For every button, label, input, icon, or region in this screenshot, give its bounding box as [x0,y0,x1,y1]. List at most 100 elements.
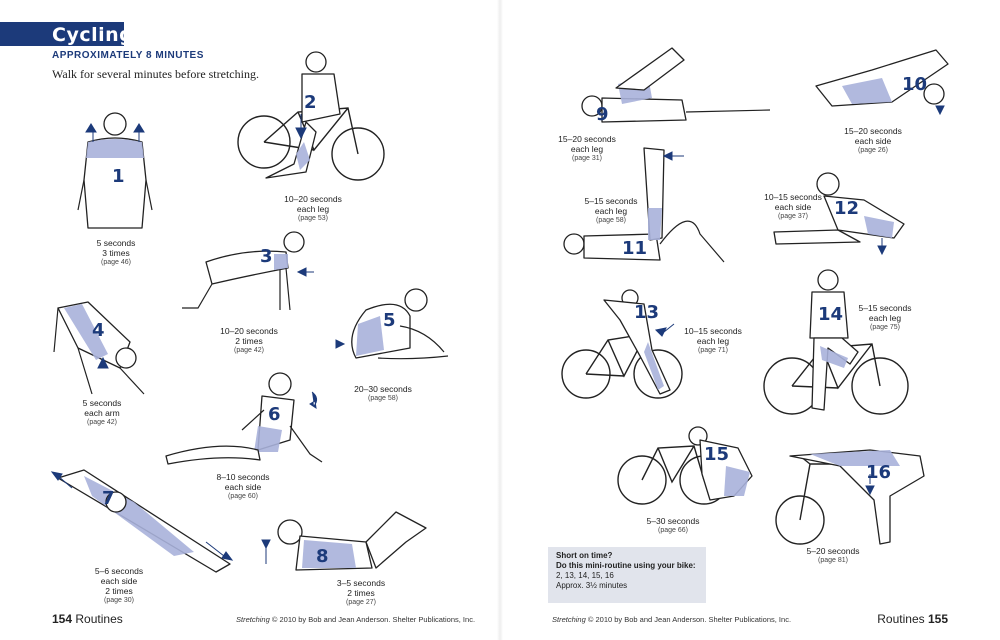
stretch-11-illustration [560,144,730,269]
stretch-7-line: each side [100,576,138,586]
stretch-9-line: 15–20 seconds [558,134,616,144]
stretch-10-number: 10 [902,74,928,95]
stretch-3-illustration [176,228,314,318]
right-footer: Routines 155 [877,612,948,626]
stretch-8-caption: 3–5 seconds 2 times (page 27) [328,578,394,608]
stretch-16-line: 5–20 seconds [806,546,860,556]
stretch-6-caption: 8–10 seconds each side (page 60) [210,472,276,502]
left-footer: 154 Routines [52,612,123,626]
stretch-1-line: 5 seconds [96,238,136,248]
stretch-10-illustration [812,46,952,116]
stretch-9-page-ref: (page 31) [572,155,602,162]
stretch-5-illustration [330,286,455,376]
stretch-13-caption: 10–15 seconds each leg (page 71) [680,326,746,356]
copyright-title: Stretching [236,615,270,624]
stretch-16-page-ref: (page 81) [818,557,848,564]
stretch-6-illustration [160,370,330,470]
stretch-5-page-ref: (page 58) [368,395,398,402]
stretch-7-illustration [44,466,234,576]
stretch-1-line: 3 times [102,248,130,258]
stretch-11-number: 11 [622,238,648,259]
stretch-14-line: each leg [868,313,902,323]
stretch-14-page-ref: (page 75) [870,324,900,331]
stretch-4-line: each arm [84,408,120,418]
stretch-15-illustration [614,414,764,514]
stretch-16-number: 16 [866,462,892,483]
stretch-1-number: 1 [112,166,125,187]
copyright-text: © 2010 by Bob and Jean Anderson. Shelter… [269,615,476,624]
stretch-15-page-ref: (page 66) [658,527,688,534]
book-gutter [497,0,503,640]
stretch-4-caption: 5 seconds each arm (page 42) [72,398,132,428]
stretch-9-line: each leg [570,144,604,154]
stretch-13-line: 10–15 seconds [684,326,742,336]
stretch-14-caption: 5–15 seconds each leg (page 75) [852,303,918,333]
stretch-6-line: each side [224,482,262,492]
mini-routine-duration: Approx. 3½ minutes [556,581,628,590]
stretch-1-illustration [70,110,160,235]
stretch-8-line: 2 times [347,588,375,598]
stretch-6-number: 6 [268,404,281,425]
title-bar [0,22,124,46]
stretch-5-caption: 20–30 seconds (page 58) [350,384,416,404]
stretch-14-line: 5–15 seconds [858,303,912,313]
stretch-3-line: 10–20 seconds [220,326,278,336]
stretch-12-number: 12 [834,198,860,219]
stretch-8-page-ref: (page 27) [346,599,376,606]
stretch-13-page-ref: (page 71) [698,347,728,354]
stretch-8-line: 3–5 seconds [336,578,386,588]
stretch-4-page-ref: (page 42) [87,419,117,426]
stretch-7-line: 5–6 seconds [94,566,144,576]
stretch-16-caption: 5–20 seconds (page 81) [800,546,866,566]
stretch-12-page-ref: (page 37) [778,213,808,220]
stretch-2-line: each leg [296,204,330,214]
stretch-12-line: each side [774,202,812,212]
stretch-7-number: 7 [102,488,115,509]
left-section-name: Routines [75,612,123,626]
stretch-15-number: 15 [704,444,730,465]
mini-routine-box: Short on time? Do this mini-routine usin… [548,547,706,603]
stretch-14-number: 14 [818,304,844,325]
copyright-title: Stretching [552,615,586,624]
stretch-13-illustration [560,289,690,405]
stretch-3-number: 3 [260,246,273,267]
stretch-7-page-ref: (page 30) [104,597,134,604]
stretch-2-page-ref: (page 53) [298,215,328,222]
right-copyright: Stretching © 2010 by Bob and Jean Anders… [552,615,791,624]
stretch-2-caption: 10–20 seconds each leg (page 53) [280,194,346,224]
stretch-3-caption: 10–20 seconds 2 times (page 42) [216,326,282,356]
stretch-10-page-ref: (page 26) [858,147,888,154]
stretch-12-line: 10–15 seconds [764,192,822,202]
stretch-16-illustration [770,446,935,546]
stretch-2-illustration [236,42,386,187]
stretch-14-illustration [762,268,912,428]
stretch-13-number: 13 [634,302,660,323]
stretch-12-caption: 10–15 seconds each side (page 37) [760,192,826,222]
stretch-1-page-ref: (page 46) [101,259,131,266]
left-page-number: 154 [52,612,73,626]
stretch-5-line: 20–30 seconds [354,384,412,394]
mini-routine-heading: Short on time? [556,551,613,560]
right-section-name: Routines [877,612,925,626]
stretch-10-line: each side [854,136,892,146]
stretch-4-number: 4 [92,320,105,341]
stretch-4-illustration [48,298,148,398]
stretch-15-line: 5–30 seconds [646,516,700,526]
stretch-5-number: 5 [383,310,396,331]
stretch-12-illustration [764,166,924,261]
stretch-15-caption: 5–30 seconds (page 66) [640,516,706,536]
stretch-2-line: 10–20 seconds [284,194,342,204]
stretch-6-page-ref: (page 60) [228,493,258,500]
routine-duration: APPROXIMATELY 8 MINUTES [52,50,204,61]
stretch-10-caption: 15–20 seconds each side (page 26) [840,126,906,156]
stretch-8-number: 8 [316,546,329,567]
stretch-3-line: 2 times [235,336,263,346]
stretch-9-illustration [552,40,772,130]
left-copyright: Stretching © 2010 by Bob and Jean Anders… [236,615,475,624]
stretch-9-number: 9 [596,104,609,125]
right-page-number: 155 [927,612,948,626]
page-title: Cycling [52,24,134,46]
stretch-11-line: 5–15 seconds [584,196,638,206]
stretch-11-caption: 5–15 seconds each leg (page 58) [578,196,644,226]
mini-routine-subheading: Do this mini-routine using your bike: [556,561,696,570]
